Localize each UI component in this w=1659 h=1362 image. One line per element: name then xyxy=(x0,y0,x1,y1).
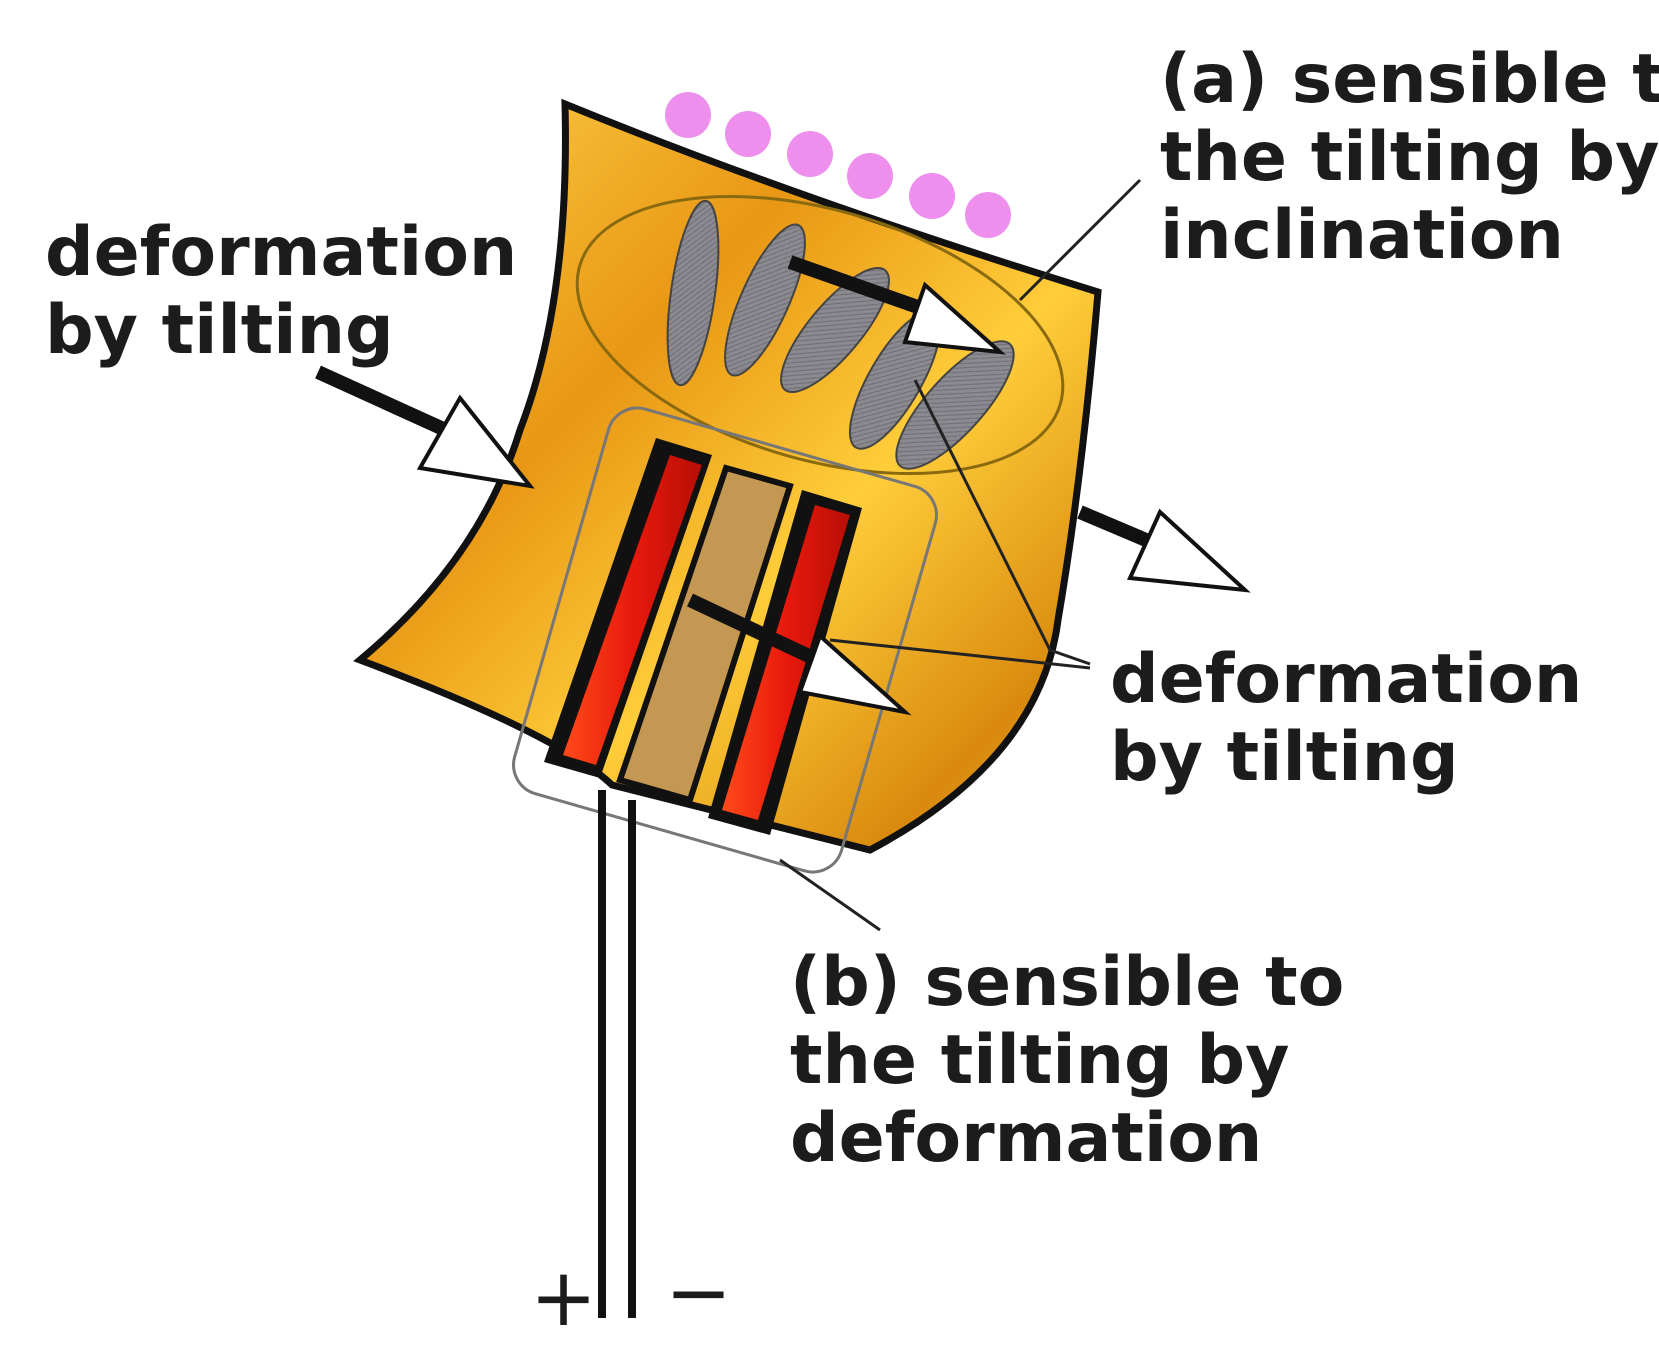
label-line: inclination xyxy=(1160,196,1564,275)
region-a-outline xyxy=(575,194,1065,476)
particle xyxy=(909,173,955,219)
plus-sign: + xyxy=(530,1251,597,1344)
lead-wires xyxy=(598,790,636,1318)
center-strip xyxy=(616,464,794,804)
particle xyxy=(787,131,833,177)
label-b: (b) sensible to the tilting by deformati… xyxy=(790,943,1368,1178)
leader-b xyxy=(779,858,881,932)
label-deformation-left: deformation by tilting xyxy=(45,213,541,370)
tilt-arrow-left xyxy=(315,365,535,489)
label-line: (b) sensible to xyxy=(790,943,1344,1022)
leader-right-1 xyxy=(913,379,1091,666)
tilt-arrow-right xyxy=(1077,505,1251,593)
particle xyxy=(725,111,771,157)
label-line: deformation xyxy=(45,213,517,292)
tilt-arrows xyxy=(315,255,1251,716)
particles xyxy=(665,92,1011,238)
label-line: deformation xyxy=(1110,640,1582,719)
minus-sign: − xyxy=(665,1246,732,1339)
tilt-arrow-top xyxy=(787,255,1006,355)
leader-lines xyxy=(779,178,1142,932)
label-line: the tilting by xyxy=(1160,118,1659,197)
label-line: by tilting xyxy=(1110,718,1459,797)
label-line: the tilting by xyxy=(790,1021,1289,1100)
region-b-outline xyxy=(512,406,938,874)
electrode-strip xyxy=(722,505,850,820)
electrodes xyxy=(544,438,862,835)
particle xyxy=(965,192,1011,238)
leader-a xyxy=(1018,178,1142,302)
cilium xyxy=(895,340,1015,470)
label-a: (a) sensible to the tilting by inclinati… xyxy=(1160,40,1659,275)
leader-right-2 xyxy=(829,638,1091,670)
label-deformation-right: deformation by tilting xyxy=(1110,640,1606,797)
label-line: (a) sensible to xyxy=(1160,40,1659,119)
cilium xyxy=(780,266,890,394)
label-line: by tilting xyxy=(45,291,394,370)
label-line: deformation xyxy=(790,1099,1262,1178)
particle xyxy=(847,153,893,199)
cilium xyxy=(666,199,720,387)
particle xyxy=(665,92,711,138)
cilium xyxy=(724,223,806,377)
electrode-strip xyxy=(563,455,702,765)
tilt-arrow-center xyxy=(687,593,912,716)
